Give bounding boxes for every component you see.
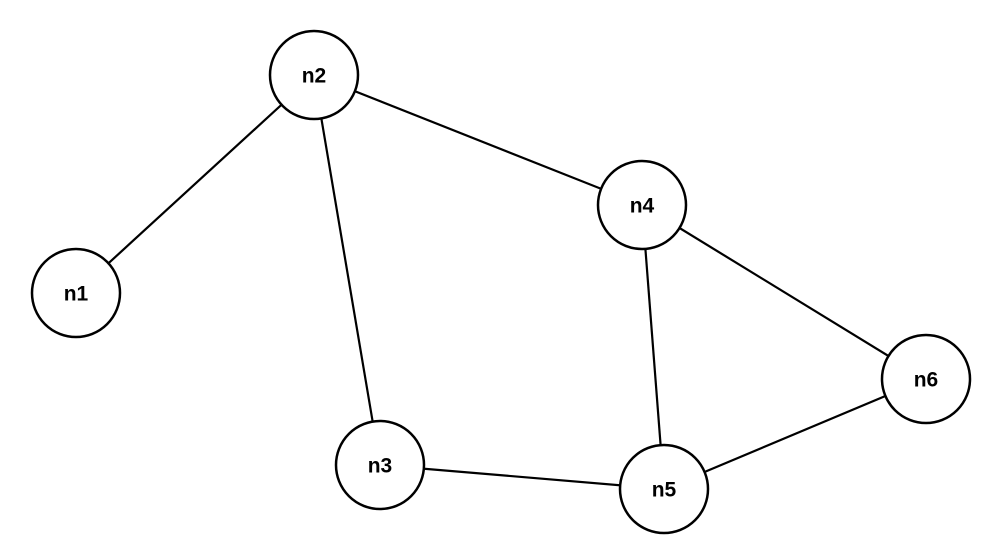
node-circle-n2[interactable] <box>268 29 360 121</box>
graph-edge-n2-n3 <box>312 74 382 466</box>
node-label-n3: n3 <box>368 454 393 477</box>
node-circle-n5[interactable] <box>618 443 710 535</box>
node-circle-n6[interactable] <box>880 333 972 425</box>
graph-node-n3[interactable]: n3 <box>334 419 426 511</box>
graph-edge-n5-n6 <box>663 377 927 491</box>
graph-edge-n3-n5 <box>379 463 665 491</box>
graph-edge-n2-n4 <box>313 73 643 207</box>
node-label-n5: n5 <box>652 478 677 501</box>
graph-node-n5[interactable]: n5 <box>618 443 710 535</box>
graph-node-n2[interactable]: n2 <box>268 29 360 121</box>
graph-edge-n4-n6 <box>641 204 927 380</box>
graph-node-n6[interactable]: n6 <box>880 333 972 425</box>
node-circle-n1[interactable] <box>30 247 122 339</box>
node-label-n1: n1 <box>64 282 89 305</box>
graph-node-n1[interactable]: n1 <box>30 247 122 339</box>
node-label-n2: n2 <box>302 64 327 87</box>
graph-edge-n1-n2 <box>75 74 315 294</box>
graph-node-n4[interactable]: n4 <box>596 159 688 251</box>
node-label-n4: n4 <box>630 194 655 217</box>
node-circle-n4[interactable] <box>596 159 688 251</box>
node-circle-n3[interactable] <box>334 419 426 511</box>
graph-edge-n4-n5 <box>640 204 666 490</box>
node-label-n6: n6 <box>914 368 939 391</box>
